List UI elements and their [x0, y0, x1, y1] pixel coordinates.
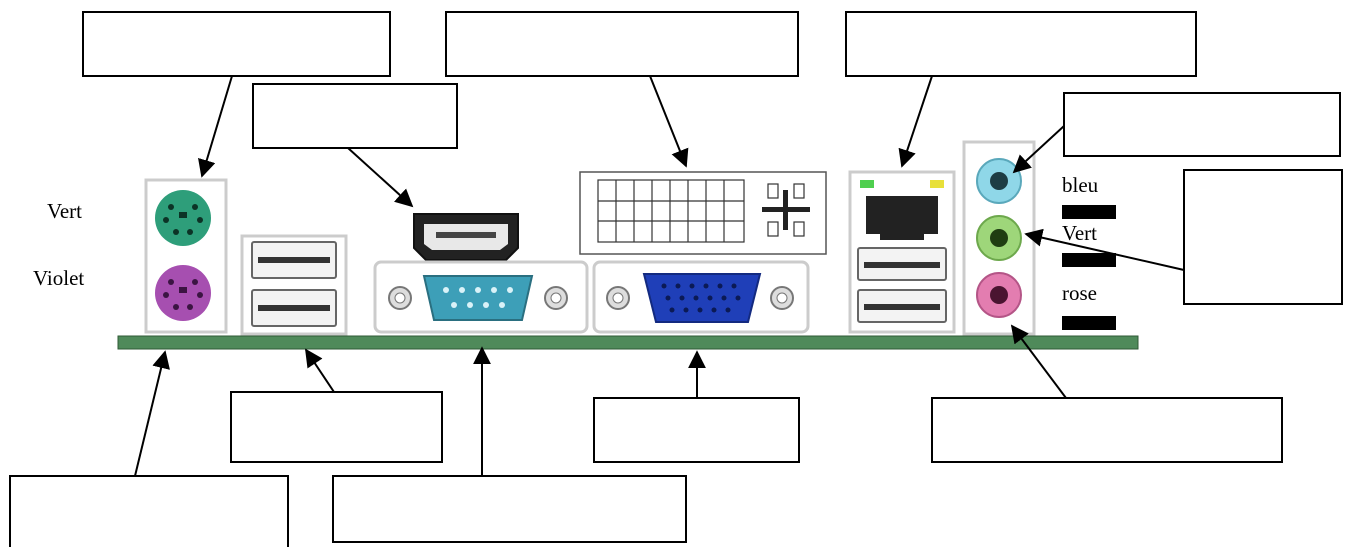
audio-jacks — [962, 140, 1036, 336]
answer-box-dvi[interactable] — [445, 11, 799, 77]
redaction-bar — [1062, 205, 1116, 219]
vga-port[interactable] — [606, 273, 794, 323]
dvi-port[interactable] — [579, 171, 827, 255]
answer-box-serial[interactable] — [332, 475, 687, 543]
arrow-audio-green — [1024, 228, 1185, 271]
arrow-audio-blue — [1012, 125, 1065, 174]
answer-box-hdmi[interactable] — [252, 83, 458, 149]
usb-ports-left — [240, 234, 348, 336]
audio-green-label: Vert — [1062, 221, 1097, 245]
answer-box-audio-pink[interactable] — [931, 397, 1283, 463]
audio-pink-label: rose — [1062, 281, 1097, 305]
arrow-usb — [305, 348, 335, 393]
answer-box-usb[interactable] — [230, 391, 443, 463]
answer-box-ps2[interactable] — [82, 11, 391, 77]
redaction-bar — [1062, 316, 1116, 330]
arrow-hdmi — [347, 147, 414, 208]
arrow-dvi — [649, 75, 689, 168]
redaction-bar — [1062, 253, 1116, 267]
answer-box-board[interactable] — [9, 475, 289, 547]
arrow-board — [134, 350, 170, 477]
answer-box-lan[interactable] — [845, 11, 1197, 77]
audio-blue-label: bleu — [1062, 173, 1099, 197]
ps2-ports-group — [144, 178, 228, 334]
hdmi-port[interactable] — [413, 213, 519, 261]
arrow-audio-pink — [1010, 324, 1067, 399]
motherboard-edge — [117, 335, 1139, 350]
ps2-green-label: Vert — [47, 199, 82, 223]
arrow-lan — [898, 75, 933, 168]
serial-port[interactable] — [388, 275, 568, 321]
answer-box-audio-green[interactable] — [1183, 169, 1343, 305]
answer-box-vga[interactable] — [593, 397, 800, 463]
lan-usb-stack — [848, 170, 956, 334]
arrow-ps2 — [198, 75, 233, 178]
ps2-violet-label: Violet — [33, 266, 84, 290]
answer-box-audio-blue[interactable] — [1063, 92, 1341, 157]
ethernet-port[interactable] — [866, 196, 938, 240]
